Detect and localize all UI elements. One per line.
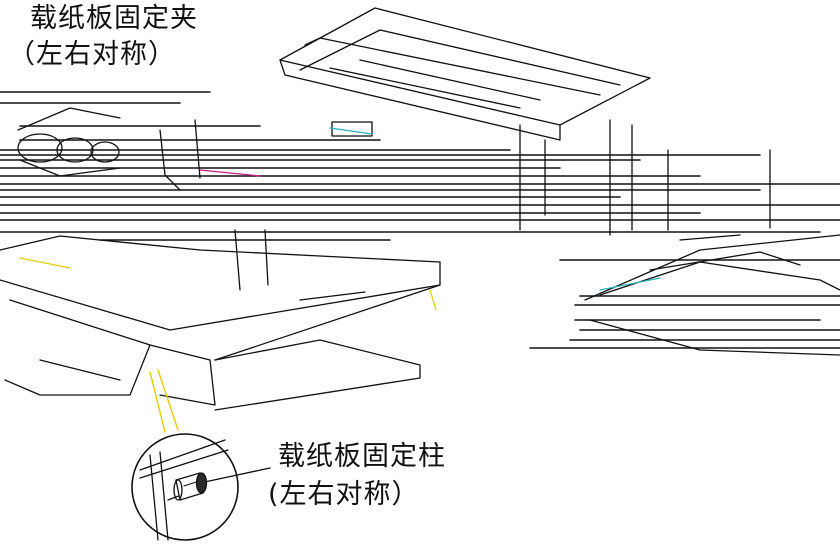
post-label-note: (左右对称） xyxy=(268,479,420,510)
support-posts xyxy=(234,119,771,291)
paper-tray-left xyxy=(0,235,441,411)
paper-tray-fixing-post xyxy=(173,472,208,501)
leader-lines xyxy=(149,369,271,484)
clamp-label-title: 载纸板固定夹 xyxy=(30,3,198,34)
main-body-bands xyxy=(0,91,840,349)
top-cover xyxy=(279,7,651,141)
paper-tray-right xyxy=(584,234,840,356)
color-accents xyxy=(19,127,661,311)
clamp-label-note: （左右对称） xyxy=(8,39,176,70)
post-label-title: 载纸板固定柱 xyxy=(278,441,446,472)
paper-clamp xyxy=(17,107,201,191)
